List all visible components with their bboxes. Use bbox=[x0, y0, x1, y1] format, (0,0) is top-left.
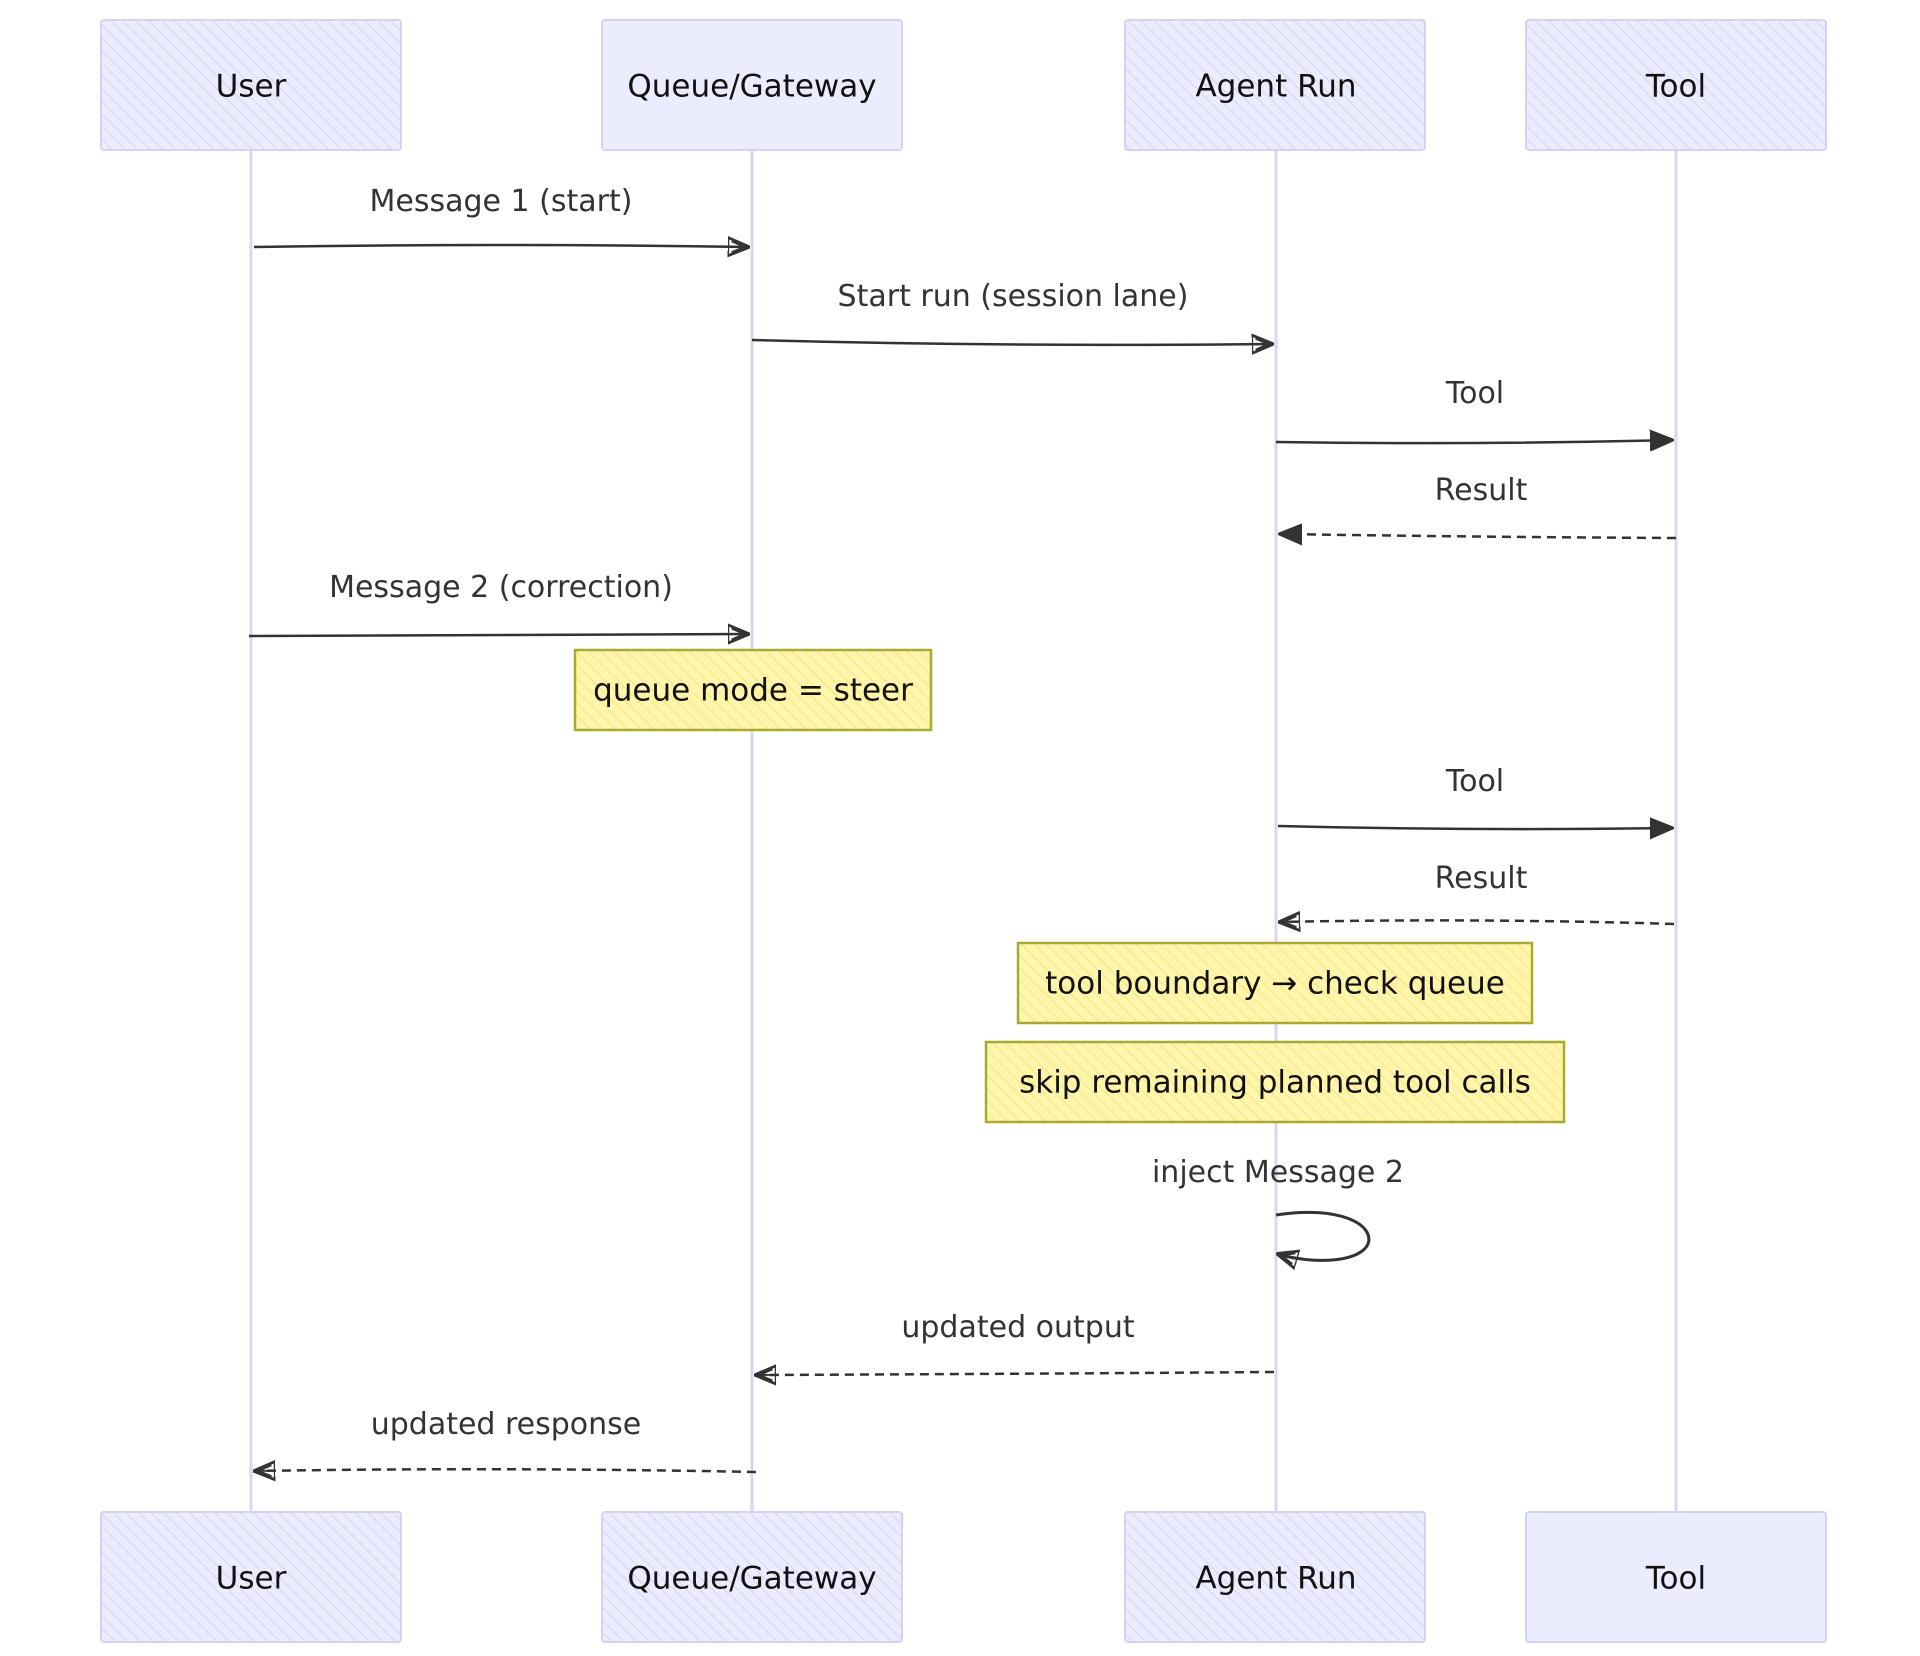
note-queue-mode: queue mode = steer bbox=[573, 648, 933, 732]
message-label: updated response bbox=[371, 1407, 642, 1442]
actor-agent-bottom[interactable]: Agent Run bbox=[1124, 1511, 1426, 1643]
note-skip-remaining: skip remaining planned tool calls bbox=[984, 1040, 1566, 1124]
actor-user-bottom[interactable]: User bbox=[100, 1511, 402, 1643]
message-7[interactable]: Result bbox=[1280, 861, 1675, 924]
message-label: Result bbox=[1435, 473, 1528, 508]
message-4[interactable]: Result bbox=[1280, 473, 1677, 538]
message-9[interactable]: updated output bbox=[756, 1310, 1275, 1375]
actor-label: Queue/Gateway bbox=[627, 69, 876, 105]
message-label: inject Message 2 bbox=[1152, 1155, 1404, 1190]
message-label: Message 2 (correction) bbox=[329, 570, 673, 605]
note-label: tool boundary → check queue bbox=[1045, 966, 1505, 1002]
actor-agent-top[interactable]: Agent Run bbox=[1124, 19, 1426, 151]
note-label: queue mode = steer bbox=[593, 673, 913, 709]
message-label: Message 1 (start) bbox=[370, 184, 633, 219]
actor-gateway-bottom[interactable]: Queue/Gateway bbox=[601, 1511, 903, 1643]
message-label: Tool bbox=[1445, 376, 1504, 411]
message-2[interactable]: Start run (session lane) bbox=[751, 279, 1272, 345]
note-label: skip remaining planned tool calls bbox=[1019, 1065, 1531, 1101]
actor-label: Queue/Gateway bbox=[627, 1561, 876, 1597]
actor-label: Tool bbox=[1645, 1561, 1706, 1597]
message-1[interactable]: Message 1 (start) bbox=[253, 184, 748, 247]
message-label: Tool bbox=[1445, 764, 1504, 799]
actor-label: Agent Run bbox=[1195, 1561, 1356, 1597]
message-10[interactable]: updated response bbox=[255, 1407, 757, 1472]
actor-label: User bbox=[216, 1561, 287, 1597]
actor-tool-bottom[interactable]: Tool bbox=[1525, 1511, 1827, 1643]
note-tool-boundary: tool boundary → check queue bbox=[1016, 941, 1534, 1025]
message-6[interactable]: Tool bbox=[1277, 764, 1672, 829]
actor-tool-top[interactable]: Tool bbox=[1525, 19, 1827, 151]
actor-gateway-top[interactable]: Queue/Gateway bbox=[601, 19, 903, 151]
actor-label: Agent Run bbox=[1195, 69, 1356, 105]
message-5[interactable]: Message 2 (correction) bbox=[248, 570, 748, 636]
actor-label: User bbox=[216, 69, 287, 105]
message-8-self[interactable]: inject Message 2 bbox=[1152, 1155, 1404, 1260]
message-label: Result bbox=[1435, 861, 1528, 896]
actor-label: Tool bbox=[1645, 69, 1706, 105]
actor-user-top[interactable]: User bbox=[100, 19, 402, 151]
message-3[interactable]: Tool bbox=[1275, 376, 1672, 443]
message-label: Start run (session lane) bbox=[838, 279, 1189, 314]
message-label: updated output bbox=[901, 1310, 1134, 1345]
